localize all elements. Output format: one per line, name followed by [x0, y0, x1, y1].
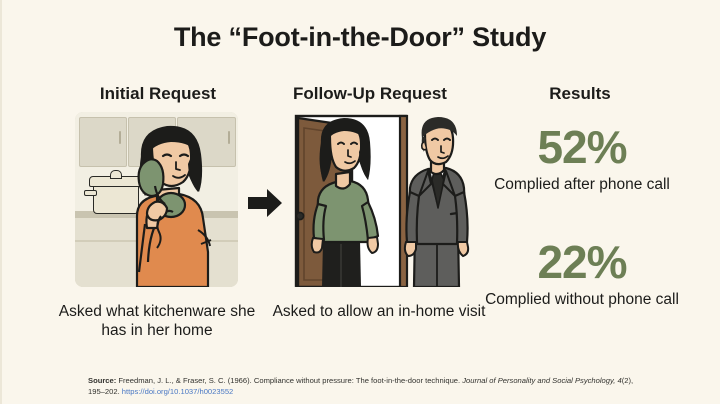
stat-complied-without-phone-call: 22% Complied without phone call: [482, 237, 682, 309]
cabinet-handle-icon: [228, 131, 230, 144]
citation-part-1: Freedman, J. L., & Fraser, S. C. (1966).…: [116, 376, 463, 385]
citation-volume: 4: [617, 376, 622, 385]
page-title: The “Foot-in-the-Door” Study: [173, 22, 547, 52]
illustration-follow-up-request: [288, 112, 470, 287]
kitchen-cabinet: [79, 117, 127, 167]
doi-link[interactable]: https://doi.org/10.1037/h0023552: [121, 387, 234, 396]
pot-knob-icon: [110, 170, 122, 179]
illustration-initial-request: [75, 112, 238, 287]
stat-complied-after-phone-call: 52% Complied after phone call: [482, 122, 682, 194]
stat-value: 22%: [537, 236, 627, 288]
stat-label: Complied after phone call: [494, 176, 670, 193]
arrow-right-icon: [248, 189, 282, 217]
column-heading-initial-request: Initial Request: [99, 84, 217, 103]
pot-handle-icon: [84, 190, 97, 196]
caption-follow-up-request: Asked to allow an in-home visit: [272, 303, 486, 320]
citation-journal: Journal of Personality and Social Psycho…: [462, 376, 616, 385]
source-citation: Source: Freedman, J. L., & Fraser, S. C.…: [88, 375, 648, 397]
column-heading-follow-up-request: Follow-Up Request: [293, 84, 447, 103]
woman-on-phone-figure: [135, 125, 212, 287]
left-edge-rule: [0, 0, 2, 404]
cabinet-handle-icon: [119, 131, 121, 144]
caption-initial-request: Asked what kitchenware she has in her ho…: [58, 303, 256, 339]
doorway-scene-figure: [294, 114, 470, 287]
stat-value: 52%: [537, 121, 627, 173]
citation-part-2: (2), 195–202.: [88, 376, 634, 396]
column-heading-results: Results: [549, 84, 611, 103]
stat-label: Complied without phone call: [485, 291, 679, 308]
source-label: Source:: [88, 376, 117, 385]
